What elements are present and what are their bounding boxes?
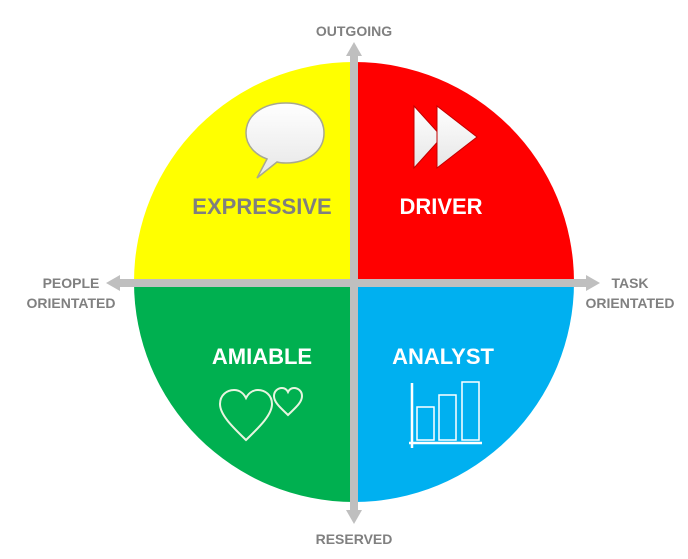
axis-label-task: TASK (611, 275, 648, 291)
quadrant-analyst (354, 282, 574, 502)
label-analyst: ANALYST (392, 344, 494, 369)
quadrant-amiable (134, 282, 354, 502)
speech-bubble-icon (245, 102, 325, 179)
fast-forward-icon (413, 104, 478, 170)
label-driver: DRIVER (399, 194, 482, 219)
quadrant-expressive (134, 62, 354, 282)
axis-label-people-orientated: ORIENTATED (27, 295, 116, 311)
hearts-icon (218, 386, 304, 442)
bar-chart-icon (409, 381, 482, 448)
axis-label-task-orientated: ORIENTATED (586, 295, 675, 311)
label-amiable: AMIABLE (212, 344, 312, 369)
axis-label-outgoing: OUTGOING (316, 23, 392, 39)
axis-label-people: PEOPLE (43, 275, 100, 291)
horizontal-axis (106, 275, 600, 291)
quadrant-driver (354, 62, 574, 282)
label-expressive: EXPRESSIVE (192, 194, 331, 219)
axis-label-reserved: RESERVED (316, 531, 393, 547)
